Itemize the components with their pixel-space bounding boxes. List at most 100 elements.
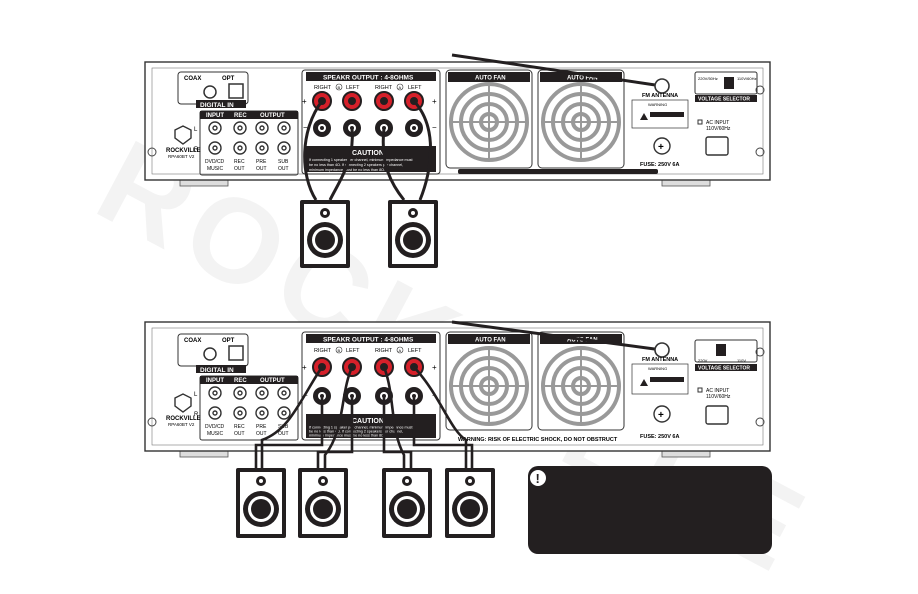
rec-label: REC <box>234 378 247 384</box>
auto-fan-label-1: AUTO FAN <box>475 338 506 344</box>
coax-label: COAX <box>184 76 201 82</box>
dvd-label: DVD/CD <box>205 424 225 430</box>
pre-label-1: PRE <box>256 159 267 165</box>
b-mark: B <box>338 348 341 353</box>
fan-grille-icon <box>449 346 529 426</box>
speaker-right-top <box>388 200 438 268</box>
voltage-220-label: 220V <box>698 358 708 363</box>
right-b-label: RIGHT <box>314 348 332 354</box>
fan-grille-icon <box>449 82 529 162</box>
fuse-holder[interactable] <box>653 405 671 423</box>
caution-text-2: be no less than 4Ω. If connecting 2 spea… <box>309 430 403 434</box>
caution-text-3: minimum impedance must be no less than 8… <box>309 168 385 172</box>
l-label: L <box>194 392 198 398</box>
speaker-1-bottom <box>236 468 286 538</box>
brand-label: ROCKVILLE <box>166 416 201 422</box>
amplifier-panel-bottom: COAX OPT DIGITAL IN INPUT REC OUTPUT L R… <box>144 320 771 458</box>
rca-jacks[interactable] <box>208 386 291 420</box>
voltage-switch[interactable] <box>724 77 734 89</box>
caution-title: CAUTION <box>352 418 384 425</box>
coax-jack[interactable] <box>203 85 217 99</box>
svg-text:+: + <box>658 410 664 421</box>
model-label: RPA60BT V2 <box>168 422 195 427</box>
voltage-110-label: 110V <box>737 358 746 363</box>
svg-text:!: ! <box>536 471 540 486</box>
optical-jack[interactable] <box>228 345 244 361</box>
ac-input-socket[interactable] <box>705 136 729 156</box>
ac-input-label-2: 110V/60Hz <box>706 126 731 132</box>
music-label: MUSIC <box>207 431 224 437</box>
pre-label-1: PRE <box>256 424 267 430</box>
opt-label: OPT <box>222 338 235 344</box>
bottom-warning: WARNING: RISK OF ELECTRIC SHOCK, DO NOT … <box>458 437 618 443</box>
rockville-logo-icon <box>174 393 192 413</box>
fuse-label: FUSE: 250V 6A <box>640 434 679 440</box>
svg-text:+: + <box>302 97 307 106</box>
digital-in-label: DIGITAL IN <box>200 102 234 109</box>
ac-input-label-1: AC INPUT <box>706 120 729 126</box>
right-a-label: RIGHT <box>375 348 393 354</box>
speaker-output-title: SPEAKR OUTPUT : 4-8OHMS <box>323 75 414 82</box>
fm-antenna-jack[interactable] <box>654 78 670 94</box>
a-mark: A <box>399 85 402 90</box>
rca-jacks[interactable] <box>208 121 291 155</box>
voltage-110-label: 110V/60Hz <box>737 76 757 81</box>
ac-input-label-2: 110V/60Hz <box>706 394 731 400</box>
fm-antenna-label: FM ANTENNA <box>642 93 678 99</box>
right-a-label: RIGHT <box>375 85 393 91</box>
speaker-4-bottom <box>445 468 495 538</box>
caution-text-1: If connecting 1 speaker per channel, min… <box>309 158 413 162</box>
auto-fan-label-1: AUTO FAN <box>475 76 506 82</box>
r-label: R <box>194 412 199 418</box>
svg-text:+: + <box>658 142 664 153</box>
fuse-label: FUSE: 250V 6A <box>640 162 679 168</box>
exclamation-icon <box>528 468 548 488</box>
opt-label: OPT <box>222 76 235 82</box>
sub-label-1: SUB <box>278 159 289 165</box>
rockville-logo-icon <box>174 125 192 145</box>
rec-out-label-1: REC <box>234 159 245 165</box>
sub-label-2: OUT <box>278 166 289 172</box>
rec-label: REC <box>234 113 247 119</box>
voltage-220-label: 220V/50Hz <box>698 76 718 81</box>
svg-text:+: + <box>432 97 437 106</box>
rec-out-label-1: REC <box>234 424 245 430</box>
rec-out-label-2: OUT <box>234 166 245 172</box>
left-a-label: LEFT <box>408 348 422 354</box>
output-label: OUTPUT <box>260 113 285 119</box>
fm-antenna-jack[interactable] <box>654 342 670 358</box>
input-label: INPUT <box>206 113 224 119</box>
music-label: MUSIC <box>207 166 224 172</box>
dvd-label: DVD/CD <box>205 159 225 165</box>
ac-input-socket[interactable] <box>705 405 729 425</box>
speaker-3-bottom <box>382 468 432 538</box>
fm-antenna-label: FM ANTENNA <box>642 357 678 363</box>
caution-text-3: minimum impedance must be no less than 8… <box>309 434 385 438</box>
sub-label-2: OUT <box>278 431 289 437</box>
caution-text-2: be no less than 4Ω. If connecting 2 spea… <box>309 163 403 167</box>
fuse-holder[interactable] <box>653 137 671 155</box>
speaker-wires <box>254 366 474 468</box>
ac-input-label-1: AC INPUT <box>706 388 729 394</box>
pre-label-2: OUT <box>256 431 267 437</box>
voltage-switch[interactable] <box>716 344 726 356</box>
model-label: RPA60BT V2 <box>168 154 195 159</box>
speaker-wires <box>303 99 433 201</box>
b-mark: B <box>338 85 341 90</box>
binding-posts[interactable] <box>312 91 424 137</box>
input-label: INPUT <box>206 378 224 384</box>
note-box: ! <box>528 466 772 554</box>
coax-label: COAX <box>184 338 201 344</box>
caution-title: CAUTION <box>352 150 384 157</box>
r-label: R <box>194 147 199 153</box>
optical-jack[interactable] <box>228 83 244 99</box>
speaker-2-bottom <box>298 468 348 538</box>
warning-label: WARNING <box>648 102 667 107</box>
pre-label-2: OUT <box>256 166 267 172</box>
brand-label: ROCKVILLE <box>166 148 201 154</box>
svg-text:−: − <box>303 123 308 132</box>
digital-in-label: DIGITAL IN <box>200 367 234 374</box>
coax-jack[interactable] <box>203 347 217 361</box>
amplifier-panel-top: COAX OPT DIGITAL IN INPUT REC OUTPUT L R… <box>144 53 771 201</box>
auto-fan-label-2: AUTO FAN <box>567 76 598 82</box>
